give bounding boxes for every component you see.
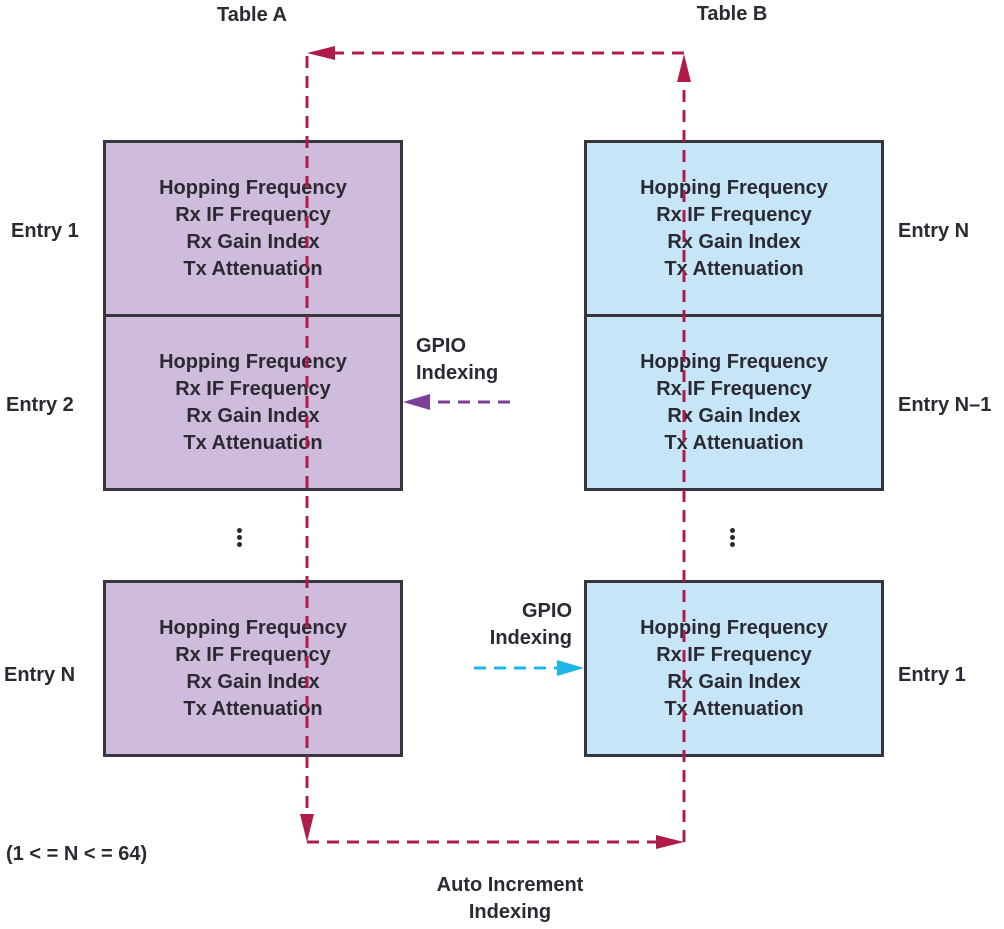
- field-tx-attenuation: Tx Attenuation: [183, 257, 323, 280]
- table-b-entry-n: Hopping Frequency Rx IF Frequency Rx Gai…: [584, 140, 884, 317]
- arrowhead-top-left-icon: [307, 46, 335, 60]
- entry-label: Entry 1: [11, 220, 79, 242]
- entry-label: Entry 2: [6, 394, 74, 416]
- field-tx-attenuation: Tx Attenuation: [664, 697, 804, 720]
- table-b-entry-n-minus-1: Hopping Frequency Rx IF Frequency Rx Gai…: [584, 314, 884, 491]
- field-rx-if-frequency: Rx IF Frequency: [656, 203, 812, 226]
- arrowhead-down-icon: [300, 814, 314, 842]
- arrowhead-right-icon: [656, 835, 684, 849]
- field-rx-if-frequency: Rx IF Frequency: [175, 377, 331, 400]
- gpio-label-line: GPIO: [521, 600, 572, 622]
- range-note: (1 < = N < = 64): [6, 843, 148, 865]
- vertical-ellipsis-icon: [730, 528, 736, 549]
- field-tx-attenuation: Tx Attenuation: [183, 431, 323, 454]
- field-rx-gain-index: Rx Gain Index: [667, 670, 801, 693]
- auto-increment-label: Auto Increment Indexing: [410, 872, 610, 926]
- field-hopping-frequency: Hopping Frequency: [640, 176, 828, 199]
- field-tx-attenuation: Tx Attenuation: [664, 431, 804, 454]
- entry-label: Entry N: [898, 220, 970, 242]
- table-a-entry-n: Hopping Frequency Rx IF Frequency Rx Gai…: [103, 580, 403, 757]
- field-rx-gain-index: Rx Gain Index: [186, 230, 320, 253]
- gpio-indexing-label-a: GPIO Indexing: [416, 333, 498, 387]
- vertical-ellipsis-icon: [237, 528, 243, 549]
- table-a-title: Table A: [216, 4, 287, 26]
- entry-label: Entry N–1: [898, 394, 992, 416]
- gpio-label-line: Indexing: [416, 362, 499, 384]
- field-rx-gain-index: Rx Gain Index: [186, 404, 320, 427]
- field-rx-gain-index: Rx Gain Index: [667, 404, 801, 427]
- field-hopping-frequency: Hopping Frequency: [640, 350, 828, 373]
- gpio-label-line: GPIO: [416, 335, 467, 357]
- field-hopping-frequency: Hopping Frequency: [159, 350, 347, 373]
- auto-increment-line: Auto Increment: [436, 874, 584, 896]
- entry-label: Entry 1: [898, 664, 966, 686]
- field-rx-if-frequency: Rx IF Frequency: [175, 203, 331, 226]
- field-rx-if-frequency: Rx IF Frequency: [175, 643, 331, 666]
- arrowhead-up-icon: [677, 54, 691, 82]
- arrowhead-left-purple-icon: [403, 394, 430, 410]
- table-b-entry-1: Hopping Frequency Rx IF Frequency Rx Gai…: [584, 580, 884, 757]
- table-b-title: Table B: [696, 3, 768, 25]
- gpio-label-line: Indexing: [489, 627, 572, 649]
- auto-increment-line: Indexing: [468, 901, 552, 923]
- field-rx-if-frequency: Rx IF Frequency: [656, 643, 812, 666]
- field-hopping-frequency: Hopping Frequency: [159, 176, 347, 199]
- entry-label: Entry N: [4, 664, 76, 686]
- field-hopping-frequency: Hopping Frequency: [640, 616, 828, 639]
- arrowhead-right-cyan-icon: [557, 660, 584, 676]
- field-tx-attenuation: Tx Attenuation: [183, 697, 323, 720]
- field-rx-gain-index: Rx Gain Index: [667, 230, 801, 253]
- table-a-entry-1: Hopping Frequency Rx IF Frequency Rx Gai…: [103, 140, 403, 317]
- field-hopping-frequency: Hopping Frequency: [159, 616, 347, 639]
- field-rx-if-frequency: Rx IF Frequency: [656, 377, 812, 400]
- table-a-entry-2: Hopping Frequency Rx IF Frequency Rx Gai…: [103, 314, 403, 491]
- field-rx-gain-index: Rx Gain Index: [186, 670, 320, 693]
- gpio-indexing-label-b: GPIO Indexing: [470, 598, 572, 652]
- field-tx-attenuation: Tx Attenuation: [664, 257, 804, 280]
